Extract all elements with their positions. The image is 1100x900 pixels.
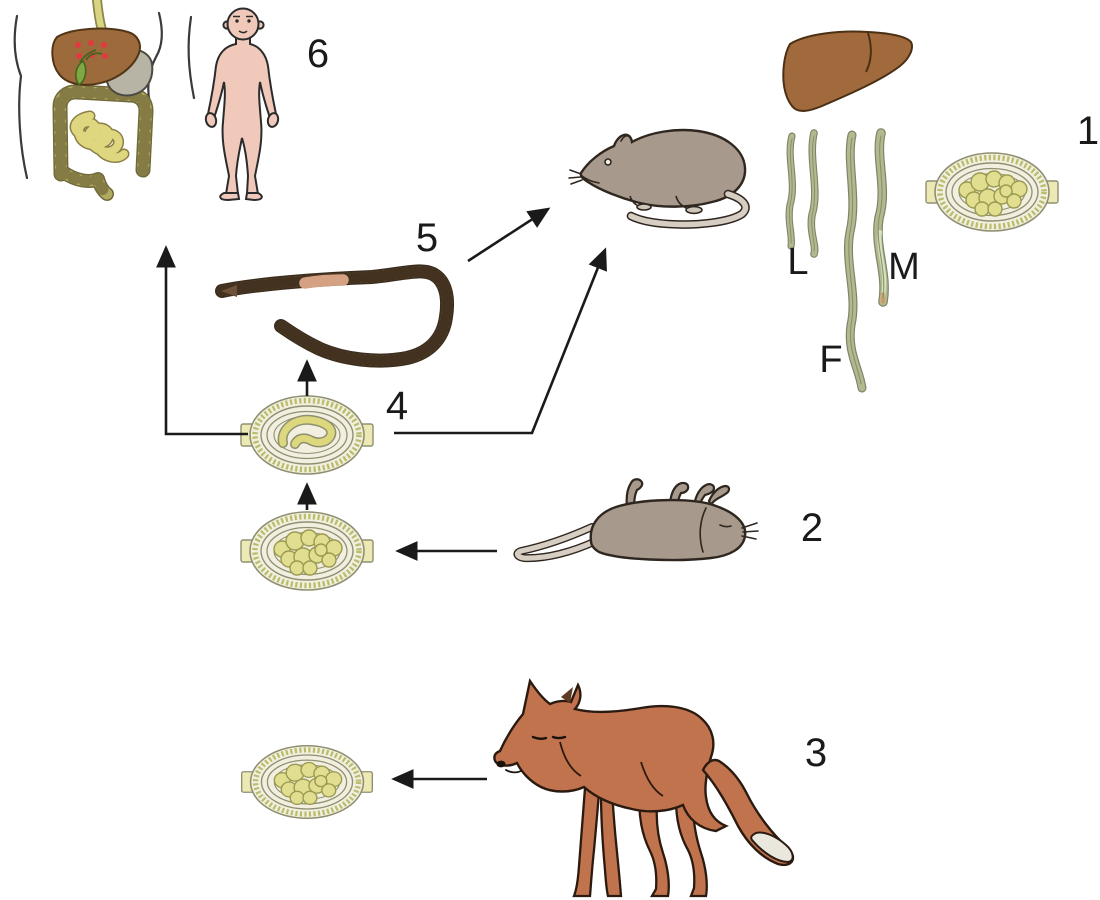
nematode-worms [785,128,889,393]
human-figure [204,7,280,202]
arrow-egg4-to-rat [394,247,607,435]
rat-body [579,128,747,208]
arrow-egg4-to-human [156,245,248,436]
dead-rat-legs [625,478,731,510]
egg-unembryonated-top-right [926,153,1058,231]
human-foot-right [244,192,263,202]
dead-rat [513,478,759,563]
human-body [206,37,278,195]
large-intestine [52,84,154,201]
clitellum [299,274,349,289]
fox-body [493,677,729,833]
egg-unembryonated-middle [241,512,373,590]
liver-illustration [782,30,913,112]
dead-rat-tail [513,523,600,563]
fox-tail-tip [750,831,794,864]
worm-label-larva: L [787,241,808,283]
earthworm [215,264,455,368]
human-hand-right [266,112,280,128]
rat [568,128,750,229]
fox [493,677,795,898]
stage-label-6: 6 [307,32,329,76]
torso-contour-lines [13,11,196,180]
dead-rat-face [699,507,759,553]
rat-legs [629,195,703,215]
rat-face [568,135,632,185]
larval-worm-2 [807,129,819,258]
stage-label-5: 5 [416,216,438,260]
worm-label-male: M [888,246,920,288]
fox-legs [572,786,708,898]
dead-rat-body [589,498,747,562]
rat-tail [626,189,750,229]
arrow-earthworm-to-rat [467,207,551,263]
stage-label-1: 1 [1077,109,1099,153]
fox-ear-inner [561,687,573,703]
small-intestine [69,110,130,163]
fox-body-lines [559,741,664,797]
worm-label-female: F [819,339,842,381]
stage-label-3: 3 [805,731,827,775]
human-foot-left [219,192,241,202]
human-hand-left [204,112,218,128]
egg-larva [277,414,337,449]
female-worm [843,130,867,393]
fox-face [496,735,567,774]
life-cycle-arrows [156,207,607,789]
human-head [226,7,260,41]
earthworm-head [221,285,237,297]
larval-worm-1 [785,132,796,250]
human-face [233,15,253,34]
male-worm [873,128,889,307]
human-digestive-tract-illustration [13,0,196,201]
egg-unembryonated-bottom [242,746,373,819]
stage-label-2: 2 [801,506,823,550]
egg-with-larva [241,396,373,474]
stage-label-4: 4 [386,384,408,428]
gallbladder [74,49,103,87]
infected-liver [51,27,141,86]
